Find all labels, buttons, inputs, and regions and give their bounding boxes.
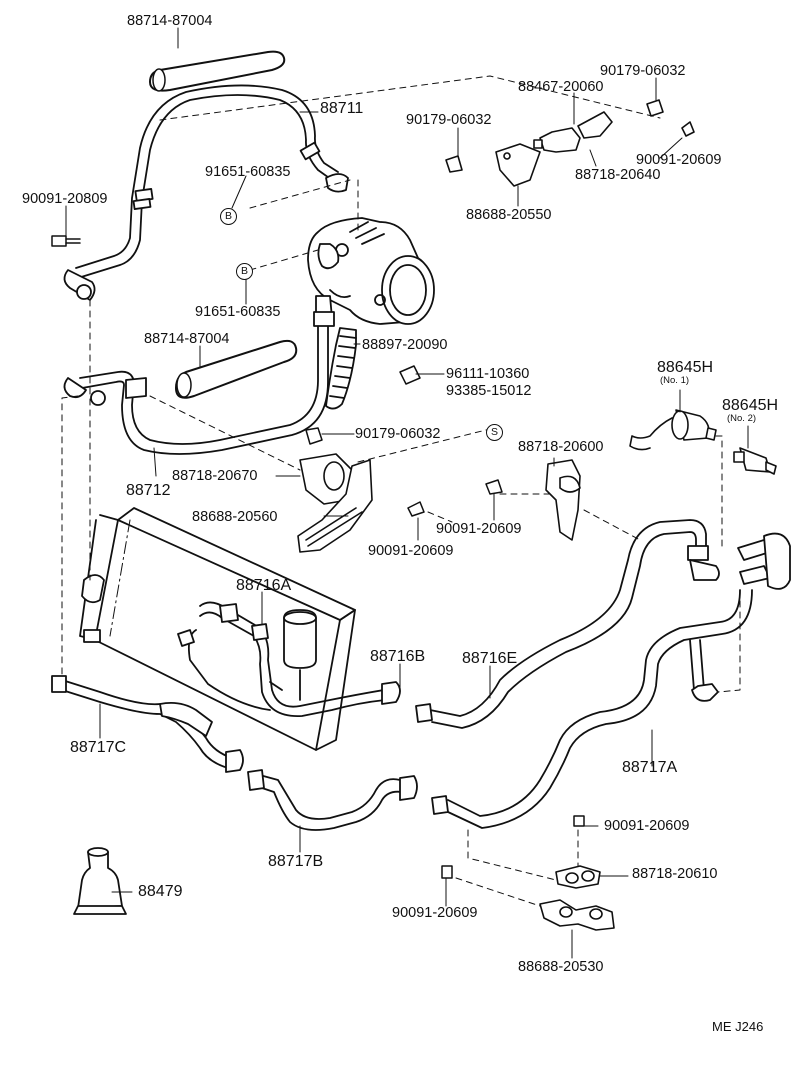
pipe-88717A-drawing [431, 532, 791, 829]
label-bolt-b-upper: 91651-60835 [205, 164, 291, 180]
label-clamp-20670: 88718-20670 [172, 468, 258, 484]
label-switch-no2-sub: (No. 2) [727, 413, 757, 424]
label-bolt-top-right: 90091-20609 [636, 152, 722, 168]
dashed-lines [61, 75, 741, 907]
pipe-88717C-drawing [51, 675, 244, 773]
label-hose-88897: 88897-20090 [362, 337, 448, 353]
pipe-88716E-drawing [415, 519, 720, 729]
label-pipe-88717A: 88717A [622, 759, 678, 776]
label-hose-mid: 88714-87004 [144, 331, 230, 347]
label-pipe-88716B: 88716B [370, 648, 426, 665]
small-fasteners-drawing [51, 235, 585, 879]
clamp-bracket-lower-drawing [539, 865, 615, 931]
pipe-88711-drawing [63, 84, 349, 301]
label-clamp-20640: 88718-20640 [575, 167, 661, 183]
label-hose-upper: 88714-87004 [127, 13, 213, 29]
label-switch-no1-sub: (No. 1) [660, 375, 690, 386]
label-clip-96111: 96111-10360 [446, 366, 530, 382]
label-bolt-b-lower: 91651-60835 [195, 304, 281, 320]
label-bolt-low-left: 90091-20609 [392, 905, 478, 921]
label-grommet-93385: 93385-15012 [446, 383, 532, 399]
label-nut-top-mid: 90179-06032 [406, 112, 492, 128]
label-bolt-left: 90091-20809 [22, 191, 108, 207]
hose-88897-drawing [325, 327, 357, 410]
marker-b-upper: B [220, 208, 237, 225]
label-clamp-20600: 88718-20600 [518, 439, 604, 455]
label-clamp-20610: 88718-20610 [632, 866, 718, 882]
pipe-88712-drawing [63, 295, 335, 455]
pipe-88717B-drawing [247, 769, 418, 831]
middle-hose-drawing [175, 339, 298, 399]
marker-s: S [486, 424, 503, 441]
marker-b-lower: B [236, 263, 253, 280]
label-pipe-88711: 88711 [320, 100, 364, 117]
upper-hose-drawing [149, 50, 286, 92]
diagram-code: ME J246 [712, 1019, 764, 1034]
compressor-drawing [307, 217, 435, 325]
clamp-bracket-center-drawing [297, 453, 373, 553]
top-switch-drawing [445, 99, 695, 187]
condenser-drawing [79, 507, 356, 751]
label-pipe-88716E: 88716E [462, 650, 518, 667]
label-nut-top-right: 90179-06032 [600, 63, 686, 79]
label-bracket-20550: 88688-20550 [466, 207, 552, 223]
label-pipe-88716A: 88716A [236, 577, 292, 594]
leader-lines [65, 27, 749, 959]
label-cap-88479: 88479 [138, 883, 183, 900]
label-switch-no2: 88645H [722, 397, 779, 414]
label-bolt-low-right: 90091-20609 [604, 818, 690, 834]
label-pipe-88712: 88712 [126, 482, 171, 499]
cap-88479-drawing [73, 847, 127, 915]
label-switch-no1: 88645H [657, 359, 714, 376]
label-bracket-20530: 88688-20530 [518, 959, 604, 975]
receiver-88716A-drawing [177, 601, 401, 717]
label-bolt-mid: 90091-20609 [368, 543, 454, 559]
label-pipe-88717C: 88717C [70, 739, 127, 756]
label-switch-20060: 88467-20060 [518, 79, 604, 95]
label-bracket-20560: 88688-20560 [192, 509, 278, 525]
clamp-20600-drawing [545, 459, 581, 541]
label-nut-s: 90179-06032 [355, 426, 441, 442]
label-pipe-88717B: 88717B [268, 853, 324, 870]
label-bolt-center: 90091-20609 [436, 521, 522, 537]
